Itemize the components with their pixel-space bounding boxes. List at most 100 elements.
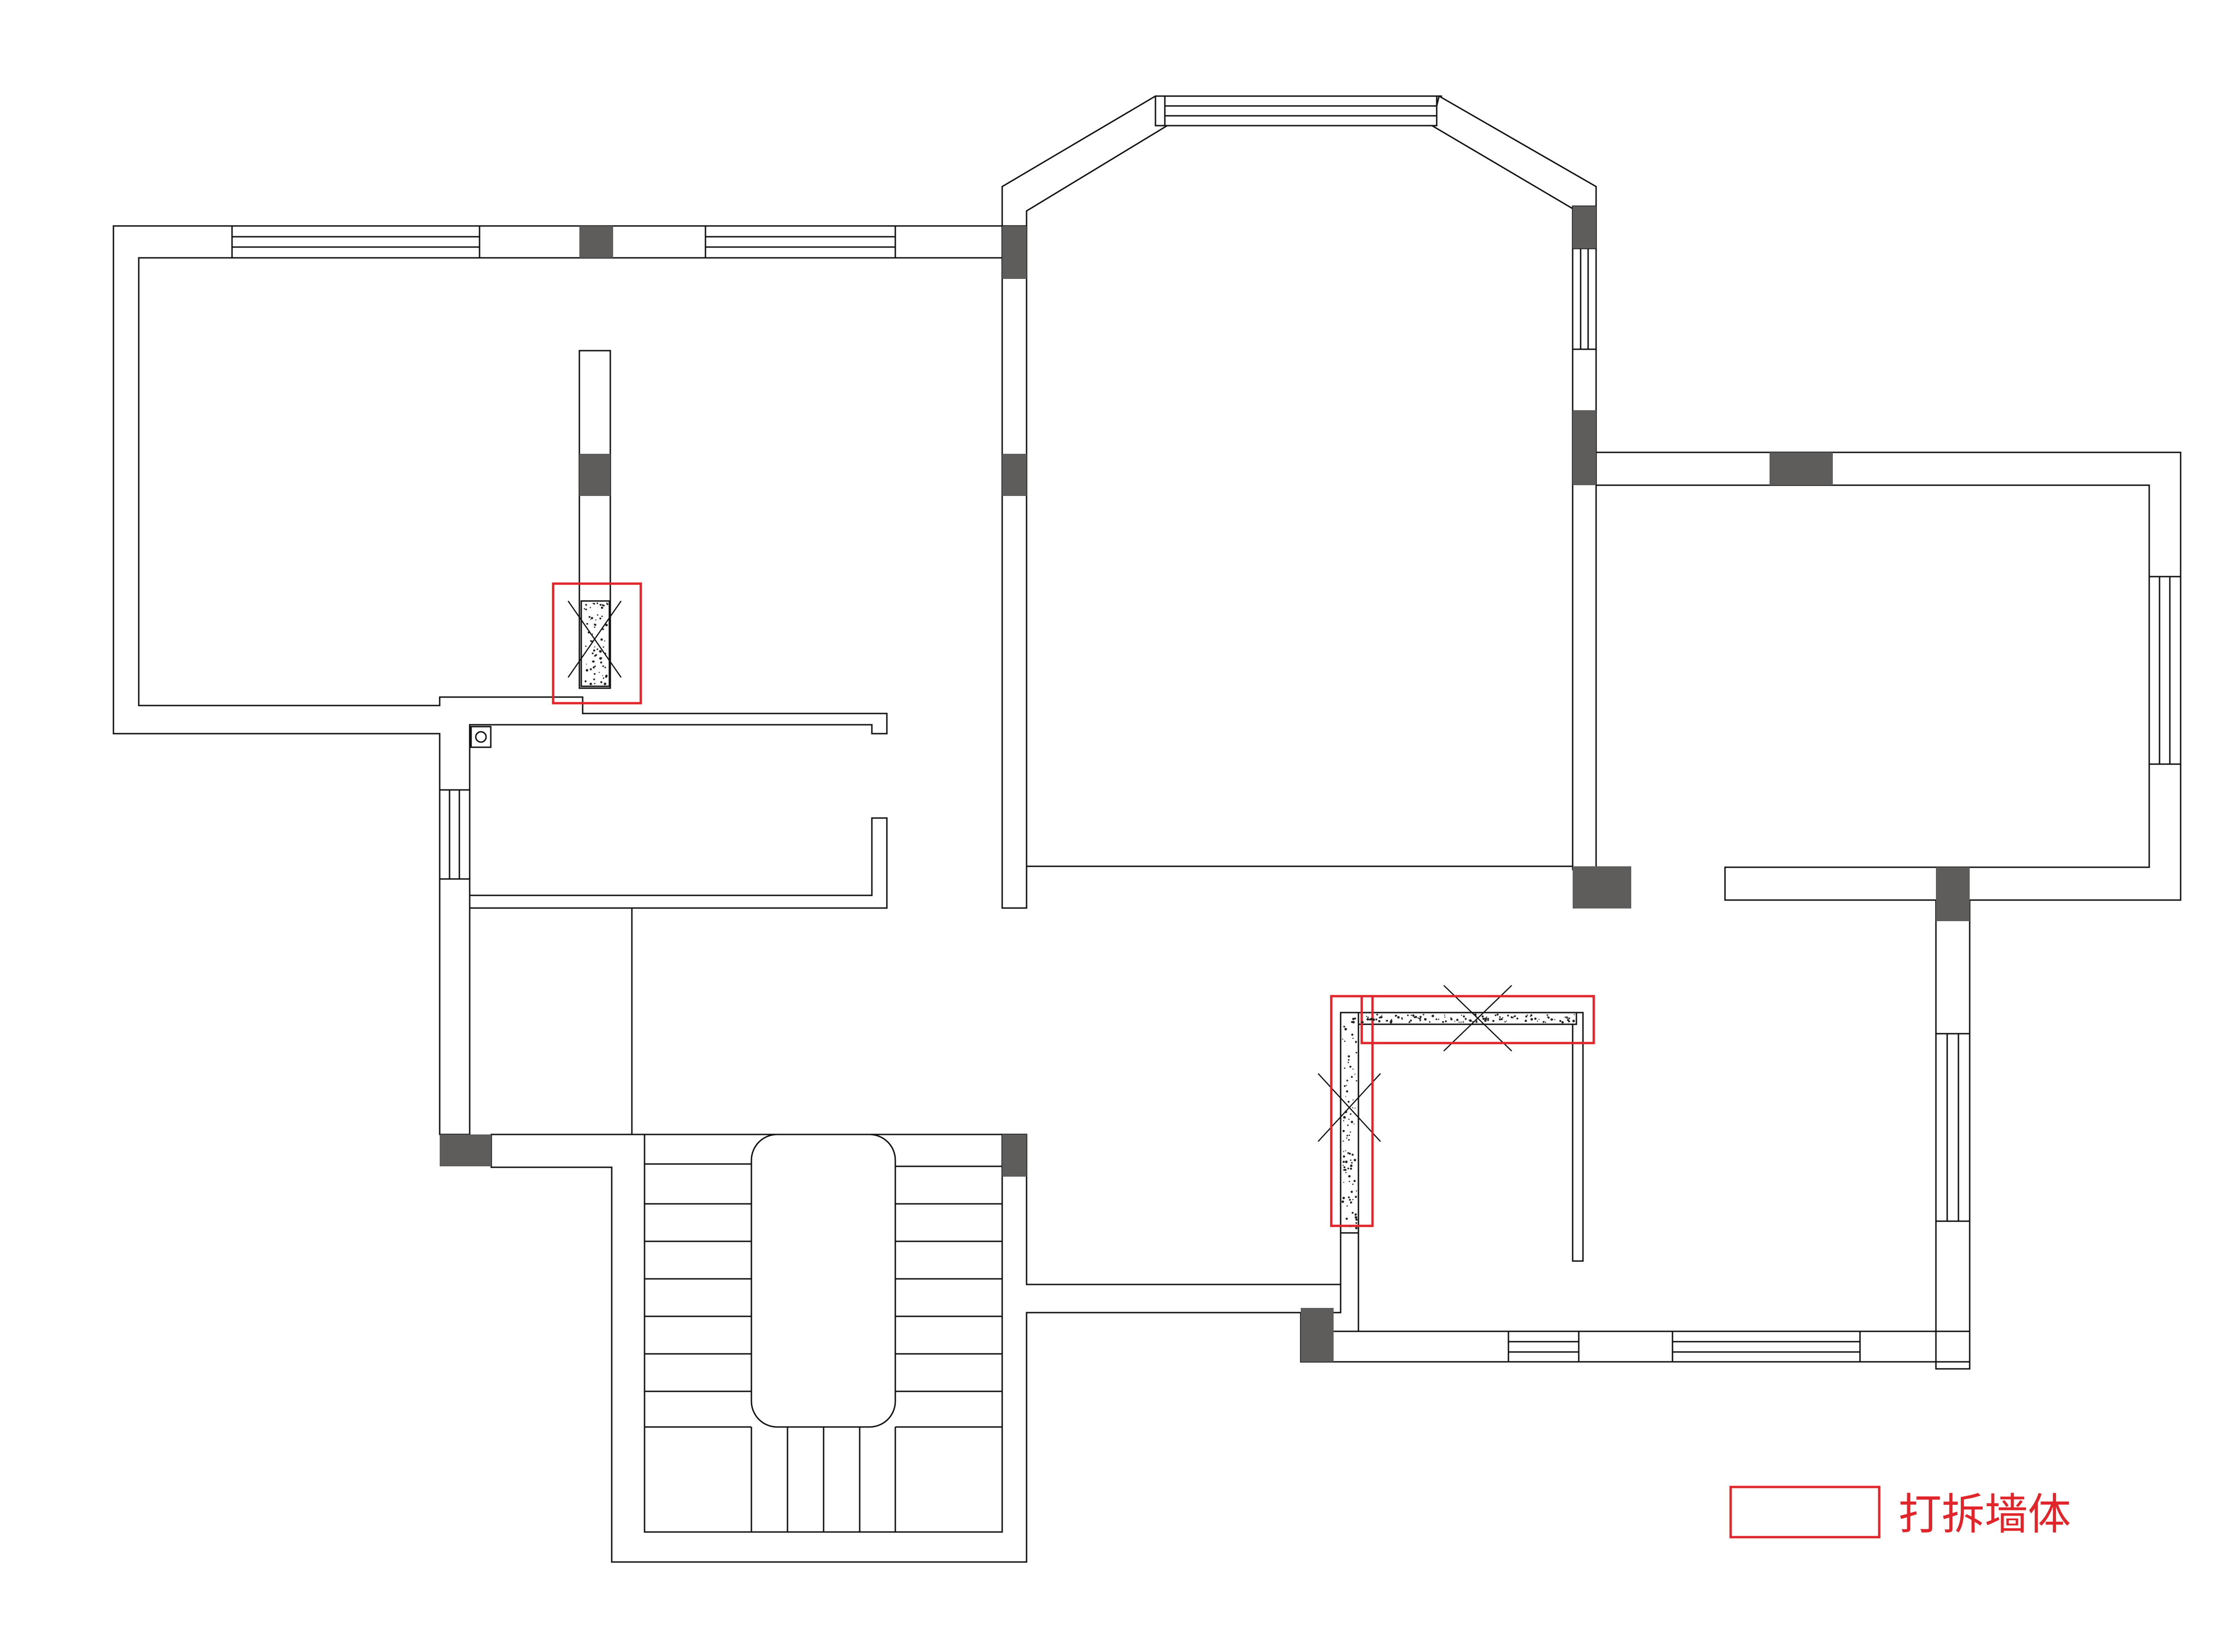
hatch-dot [1350,1159,1351,1161]
hatch-dot [602,628,604,631]
hatch-dot [1350,1113,1352,1115]
hatch-dot [592,666,595,669]
hatch-dot [1419,1020,1421,1021]
hatch-dot [1346,1090,1349,1093]
hatch-dot [1486,1016,1487,1018]
window-lower-right [1935,1033,1971,1222]
hatch-dot [1351,1162,1353,1164]
hatch-dot [1347,1101,1350,1103]
hatch-dot [1353,1123,1355,1125]
hatch-dot [1343,1026,1345,1028]
hatch-dot [1355,1041,1357,1043]
hatch-dot [1442,1021,1444,1023]
hatch-dot [1348,1055,1350,1058]
hatch-dot [594,623,597,626]
left-room-wall [112,225,1003,1135]
hatch-dot [1461,1014,1462,1016]
demolition-marker [552,582,642,705]
hatch-dot [594,665,596,668]
hatch-dot [603,677,605,679]
hatch-dot [1347,1062,1349,1063]
hatch-dot [1344,1028,1347,1030]
hatch-dot [1352,1018,1355,1021]
hatch-dot [1349,1066,1352,1068]
hatch-dot [1354,1017,1356,1020]
hatch-dot [1342,1140,1344,1142]
hatch-dot [600,661,602,664]
hatch-dot [1350,1167,1352,1170]
hatch-dot [1407,1014,1409,1016]
hatch-dot [1351,1154,1354,1156]
hatch-dot [1351,1033,1354,1036]
hatch-dot [590,619,592,620]
staircase [645,1134,1002,1532]
hatch-dot [1510,1016,1513,1019]
hatch-dot [1458,1021,1460,1023]
bay-wall-right [1431,95,1597,210]
hatch-dot [1410,1019,1412,1021]
hatch-dot [1346,1134,1348,1137]
hatch-dot [1415,1016,1418,1018]
hatch-dot [600,638,603,641]
hatch-dot [602,675,603,676]
hatch-dot [1412,1014,1415,1017]
column [1936,867,1970,921]
demolition-marker [1360,995,1595,1044]
hatch-dot [1350,1201,1352,1204]
hatch-dot [594,626,596,628]
hatch-dot [585,604,587,606]
hatch-dot [1348,1119,1350,1120]
hatch-dot [600,681,603,683]
hatch-dot [1342,1130,1345,1133]
hatch-dot [587,631,590,634]
hatch-dot [1350,1164,1353,1167]
hatch-dot [603,604,605,607]
hatch-dot [1472,1021,1474,1023]
hatch-dot [1354,1216,1358,1219]
hatch-dot [1349,1180,1350,1182]
window-top-left-2 [705,225,896,259]
hatch-dot [1342,1200,1344,1203]
demolition-wall-left [552,582,642,705]
hatch-dot [1389,1021,1392,1024]
hatch-dot [605,623,608,627]
hatch-dot [585,680,587,683]
hatch-dot [1438,1019,1440,1020]
hatch-dot [590,607,591,608]
hatch-dot [1349,1152,1351,1155]
hatch-dot [1352,1099,1354,1101]
hatch-dot [604,653,606,654]
hatch-dot [593,603,595,605]
hatch-dot [1351,1212,1354,1214]
hatch-dot [1380,1016,1383,1019]
hatch-dot [1378,1020,1380,1022]
column [1002,454,1027,496]
hatch-dot [594,646,596,648]
hatch-dot [1379,1016,1381,1019]
hatch-dot [593,649,595,652]
hatch-dot [1348,1059,1350,1061]
hatch-dot [1450,1018,1453,1021]
stair-landing [750,1134,896,1428]
hatch-dot [1568,1020,1570,1022]
hatch-dot [1386,1020,1388,1022]
hatch-dot [605,675,608,677]
hatch-dot [1424,1018,1425,1020]
hatch-dot [591,617,593,619]
hatch-dot [1353,1180,1356,1182]
hatch-dot [603,683,607,685]
hatch-dot [1524,1020,1527,1022]
column [1573,866,1631,909]
column [1573,410,1596,485]
window-bay-right [1572,248,1597,350]
hatch-dot [1397,1016,1400,1019]
hatch-dot [1499,1018,1501,1021]
hatch-dot [588,616,591,618]
hatch-dot [590,668,592,670]
hatch-dot [592,660,595,663]
window-bottom-1 [1508,1330,1580,1363]
hatch-dot [595,619,597,621]
hatch-dot [1494,1014,1497,1016]
hatch-dot [602,665,604,667]
hatch-dot [1502,1017,1504,1019]
